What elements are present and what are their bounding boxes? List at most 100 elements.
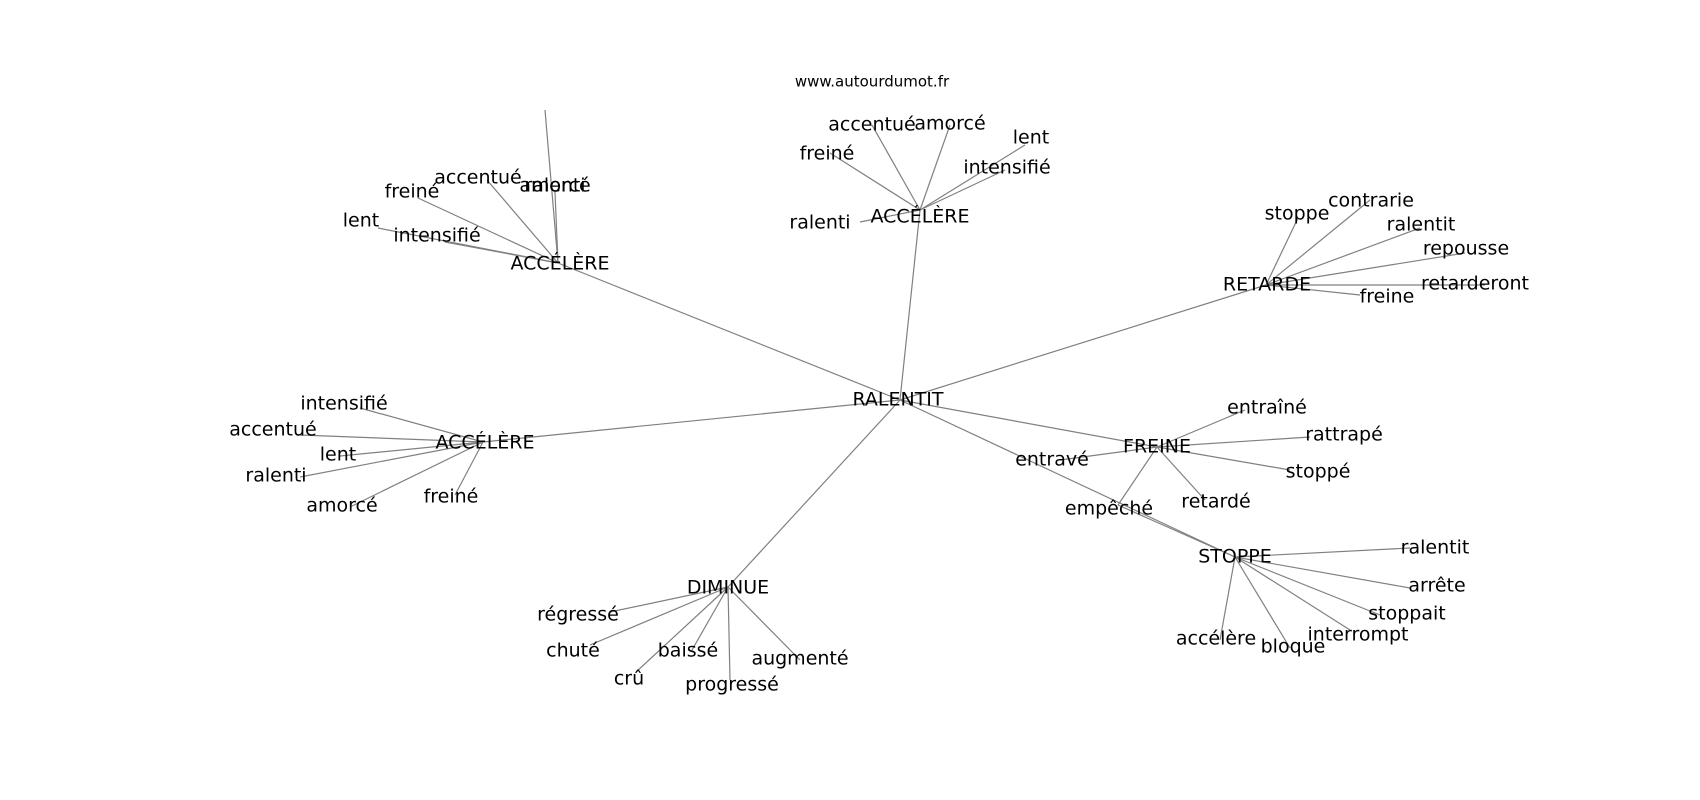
word-node[interactable]: progressé: [685, 674, 779, 696]
word-node[interactable]: freine: [1360, 286, 1415, 308]
hub-to-word-edge: [1234, 556, 1381, 616]
word-node[interactable]: chuté: [546, 640, 600, 662]
hub-to-word-edge: [727, 586, 731, 681]
hub-node[interactable]: STOPPE: [1198, 546, 1272, 568]
word-node[interactable]: interrompt: [1308, 624, 1409, 646]
word-node[interactable]: lent: [320, 444, 356, 466]
hub-node[interactable]: ACCÉLÈRE: [871, 205, 970, 228]
word-node[interactable]: retarderont: [1421, 273, 1529, 295]
word-node[interactable]: repousse: [1423, 238, 1509, 260]
word-node[interactable]: entraîné: [1227, 397, 1307, 419]
hub-to-word-edge: [544, 109, 559, 264]
root-to-hub-edge: [557, 262, 901, 401]
root-to-hub-edge: [899, 284, 1267, 401]
word-node[interactable]: rattrapé: [1305, 424, 1383, 446]
hub-to-word-edge: [1234, 556, 1291, 649]
word-node[interactable]: amorcé: [519, 175, 590, 197]
hub-to-word-edge: [339, 441, 484, 457]
word-node[interactable]: accentué: [434, 167, 521, 189]
hub-node[interactable]: ACCÉLÈRE: [511, 252, 610, 275]
word-node[interactable]: entravé: [1015, 449, 1089, 471]
hub-to-word-edge: [349, 441, 484, 508]
graph-edges: [299, 109, 1485, 681]
root-to-hub-edge: [899, 399, 1236, 558]
word-node[interactable]: baissé: [658, 640, 718, 662]
hub-to-word-edge: [1156, 436, 1311, 448]
root-to-hub-edge: [899, 399, 1158, 448]
hub-to-word-edge: [1265, 217, 1299, 286]
hub-to-word-edge: [1234, 556, 1411, 589]
word-node[interactable]: stoppé: [1286, 461, 1351, 483]
word-node[interactable]: bloque: [1261, 636, 1326, 658]
hub-to-word-edge: [1265, 252, 1466, 286]
word-node[interactable]: stoppait: [1368, 603, 1445, 625]
word-node[interactable]: régressé: [537, 604, 619, 626]
word-node[interactable]: intensifié: [393, 225, 480, 247]
hub-to-word-edge: [299, 441, 484, 478]
word-node[interactable]: ralentit: [1401, 537, 1470, 559]
root-to-hub-edge: [727, 399, 901, 588]
hub-node[interactable]: RETARDE: [1223, 274, 1311, 296]
hub-to-word-edge: [1234, 556, 1351, 631]
word-node[interactable]: accentué: [828, 114, 915, 136]
root-node[interactable]: RALENTIT: [852, 389, 943, 411]
word-node[interactable]: ralenti: [524, 175, 585, 197]
hub-to-word-edge: [1059, 446, 1158, 461]
hub-to-word-edge: [444, 241, 559, 264]
hub-to-word-edge: [1156, 409, 1246, 448]
hub-to-word-edge: [1265, 199, 1371, 286]
word-node[interactable]: crû: [614, 668, 644, 690]
word-node[interactable]: retardé: [1181, 491, 1250, 513]
word-node[interactable]: amorcé: [306, 495, 377, 517]
word-node[interactable]: ralentit: [1387, 214, 1456, 236]
hub-to-word-edge: [829, 152, 921, 211]
word-node[interactable]: freiné: [385, 181, 440, 203]
hub-to-word-edge: [1265, 227, 1421, 286]
hub-to-word-edge: [919, 124, 951, 211]
hub-to-word-edge: [871, 124, 921, 211]
hub-to-word-edge: [919, 144, 1026, 211]
word-node[interactable]: contrarie: [1328, 190, 1414, 212]
graph-labels: www.autourdumot.fr RALENTIT ACCÉLÈRE acce…: [229, 73, 1529, 696]
word-node[interactable]: intensifié: [300, 393, 387, 415]
hub-to-word-edge: [1265, 284, 1361, 296]
hub-to-word-edge: [727, 586, 801, 661]
hub-to-word-edge: [1156, 446, 1206, 501]
root-to-hub-edge: [482, 399, 901, 443]
word-node[interactable]: lent: [1013, 127, 1049, 149]
source-label: www.autourdumot.fr: [795, 73, 950, 91]
word-node[interactable]: freiné: [800, 143, 855, 165]
word-node[interactable]: freiné: [424, 486, 479, 508]
cross-link-edge: [1117, 504, 1236, 558]
hub-to-word-edge: [859, 209, 921, 223]
hub-to-word-edge: [691, 586, 729, 651]
word-node[interactable]: augmenté: [751, 648, 848, 670]
hub-to-word-edge: [486, 179, 559, 264]
word-node[interactable]: amorcé: [914, 113, 985, 135]
hub-to-word-edge: [1234, 547, 1411, 558]
hub-node[interactable]: DIMINUE: [687, 577, 769, 599]
hub-to-word-edge: [454, 441, 484, 496]
hub-to-word-edge: [1219, 556, 1236, 641]
word-node[interactable]: lent: [343, 210, 379, 232]
hub-to-word-edge: [299, 434, 484, 443]
hub-to-word-edge: [589, 586, 729, 646]
word-node[interactable]: ralenti: [789, 212, 850, 234]
hub-to-word-edge: [554, 191, 559, 264]
hub-to-word-edge: [359, 407, 484, 443]
hub-to-word-edge: [919, 169, 1006, 211]
word-node[interactable]: intensifié: [963, 157, 1050, 179]
hub-to-word-edge: [1117, 446, 1158, 506]
hub-to-word-edge: [609, 586, 729, 613]
word-node[interactable]: empêché: [1065, 498, 1153, 520]
root-to-hub-edge: [899, 209, 921, 401]
hub-to-word-edge: [1156, 446, 1291, 471]
word-node[interactable]: arrête: [1408, 575, 1465, 597]
word-node[interactable]: accentué: [229, 419, 316, 441]
hub-node[interactable]: FREINE: [1123, 436, 1191, 458]
word-node[interactable]: ralenti: [245, 465, 306, 487]
word-node[interactable]: accélère: [1176, 628, 1256, 650]
hub-node[interactable]: ACCÉLÈRE: [436, 431, 535, 454]
word-node[interactable]: stoppe: [1265, 203, 1330, 225]
